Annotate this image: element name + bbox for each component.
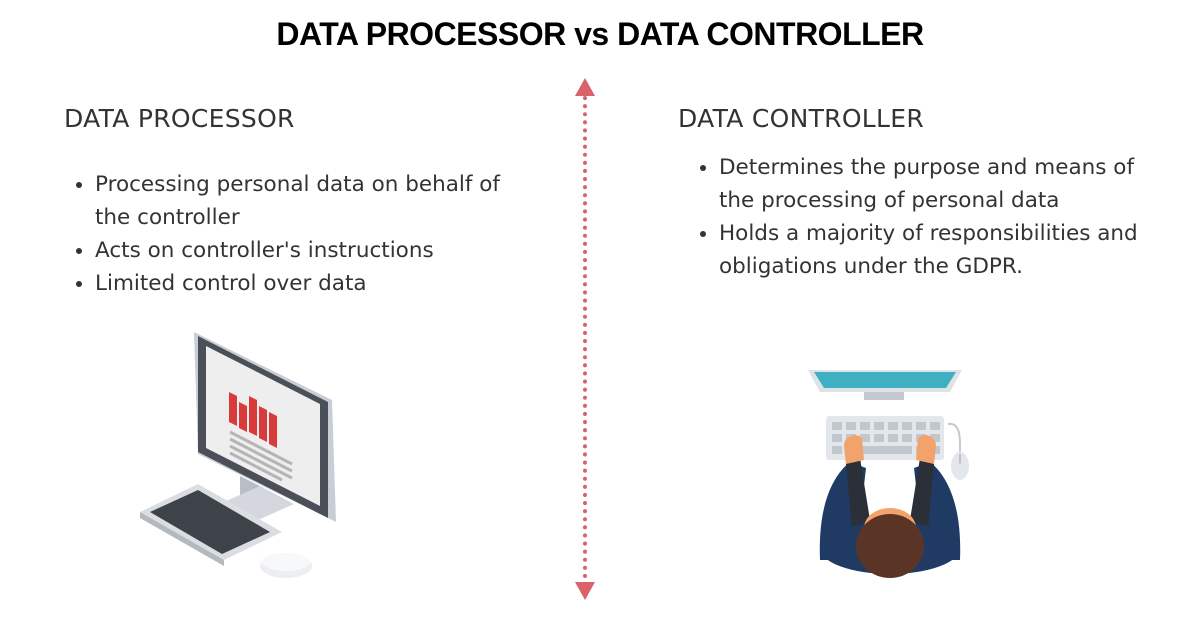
list-item: Determines the purpose and means of the … — [719, 151, 1139, 217]
double-arrow-divider — [575, 78, 595, 600]
desktop-computer-icon — [140, 332, 336, 578]
controller-points-list: Determines the purpose and means of the … — [687, 151, 1139, 283]
list-item: Holds a majority of responsibilities and… — [719, 217, 1139, 283]
list-item: Acts on controller's instructions — [95, 234, 525, 267]
processor-heading: DATA PROCESSOR — [64, 104, 295, 133]
page-title: DATA PROCESSOR vs DATA CONTROLLER — [276, 16, 924, 52]
arrow-up-icon — [575, 78, 595, 96]
processor-points-list: Processing personal data on behalf of th… — [63, 168, 525, 300]
list-item: Processing personal data on behalf of th… — [95, 168, 525, 234]
person-at-computer-icon — [808, 370, 969, 578]
arrow-down-icon — [575, 582, 595, 600]
controller-heading: DATA CONTROLLER — [678, 104, 925, 133]
list-item: Limited control over data — [95, 267, 525, 300]
